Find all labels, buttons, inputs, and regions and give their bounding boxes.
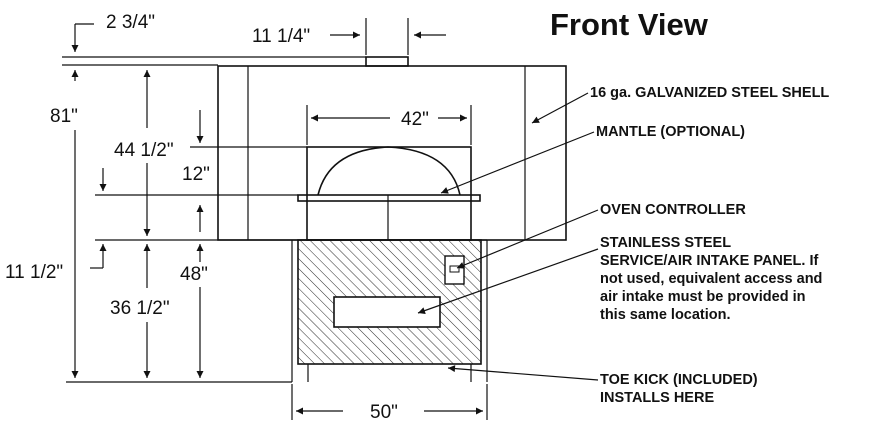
dim-label-48: 48" [180, 264, 208, 285]
dim-42: 42" [306, 105, 472, 145]
callout-mantle: MANTLE (OPTIONAL) [440, 124, 745, 194]
dim-label-36-1-2: 36 1/2" [110, 298, 170, 319]
dim-81: 81" [50, 106, 292, 383]
dim-44-1-2: 44 1/2" [114, 70, 174, 236]
dim-11-1-4: 11 1/4" [252, 18, 446, 55]
dim-label-12: 12" [182, 164, 210, 185]
mantle [297, 194, 481, 202]
dim-36-1-2: 36 1/2" [110, 244, 170, 378]
dim-12: 12" [182, 110, 307, 232]
dim-label-81: 81" [50, 106, 78, 127]
dim-11-1-2: 11 1/2" [5, 168, 107, 283]
dim-label-50: 50" [370, 402, 398, 423]
callout-shell-label: 16 ga. GALVANIZED STEEL SHELL [590, 85, 829, 101]
dim-48: 48" [180, 244, 208, 378]
dim-2-3-4: 2 3/4" [62, 12, 366, 81]
callout-panel-line-5: this same location. [600, 307, 731, 323]
callout-panel-line-2: SERVICE/AIR INTAKE PANEL. If [600, 253, 818, 269]
dim-label-2-3-4: 2 3/4" [106, 12, 155, 33]
dim-label-11-1-4: 11 1/4" [252, 26, 310, 47]
callout-controller: OVEN CONTROLLER [456, 202, 746, 269]
callout-shell: 16 ga. GALVANIZED STEEL SHELL [531, 85, 829, 124]
callout-panel: STAINLESS STEEL SERVICE/AIR INTAKE PANEL… [417, 235, 822, 323]
callout-mantle-label: MANTLE (OPTIONAL) [596, 124, 745, 140]
dim-label-44-1-2: 44 1/2" [114, 140, 174, 161]
page-title: Front View [550, 7, 709, 42]
oven-opening [306, 146, 472, 241]
dim-50: 50" [291, 384, 488, 423]
callout-toe-kick-line-2: INSTALLS HERE [600, 390, 714, 406]
dim-label-11-1-2: 11 1/2" [5, 262, 63, 283]
service-panel [333, 296, 441, 328]
oven-shell [217, 65, 567, 241]
callout-panel-line-4: air intake must be provided in [600, 289, 805, 305]
chimney [365, 56, 409, 67]
callout-toe-kick: TOE KICK (INCLUDED) INSTALLS HERE [447, 365, 758, 406]
callout-panel-line-3: not used, equivalent access and [600, 271, 822, 287]
callout-panel-line-1: STAINLESS STEEL [600, 235, 731, 251]
callout-toe-kick-line-1: TOE KICK (INCLUDED) [600, 372, 758, 388]
dim-label-42: 42" [401, 109, 429, 130]
oven-controller [444, 255, 465, 285]
callout-controller-label: OVEN CONTROLLER [600, 202, 746, 218]
